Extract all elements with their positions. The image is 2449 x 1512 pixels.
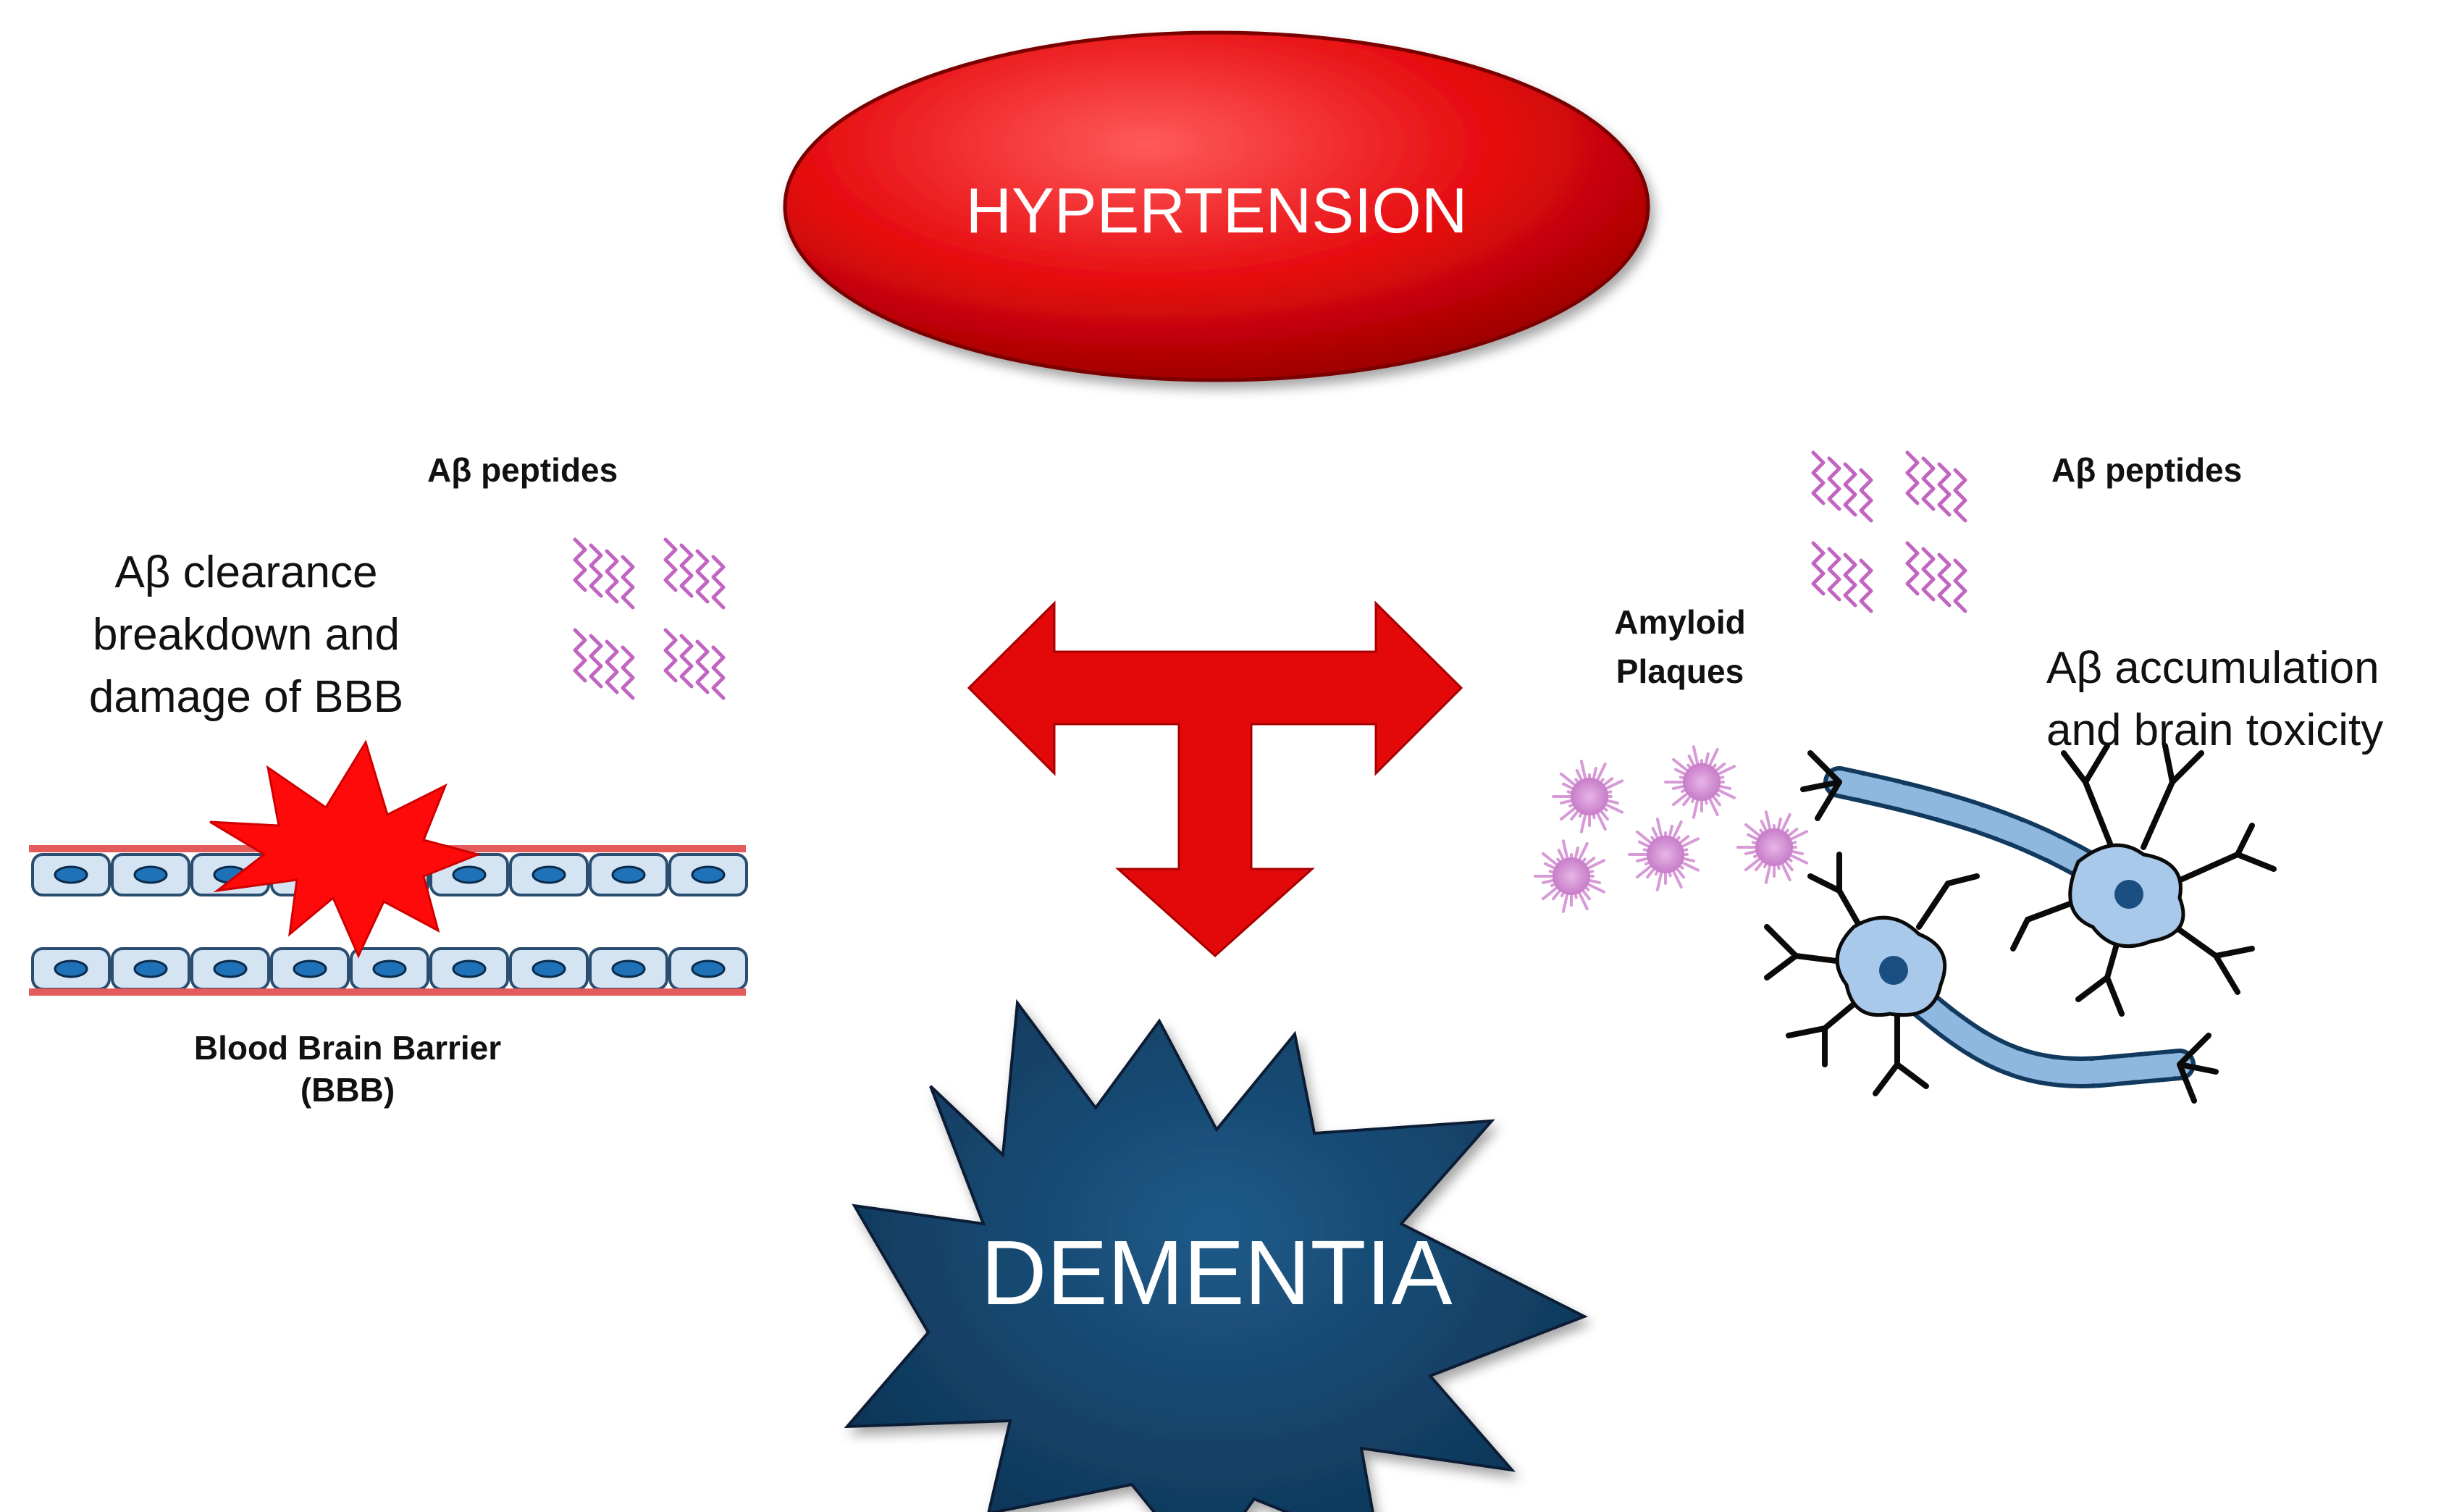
endothelial-cell <box>589 947 668 991</box>
plaques-label: Amyloid Plaques <box>1571 597 1789 696</box>
endothelial-cell <box>270 947 350 991</box>
clearance-line-2: breakdown and <box>93 610 400 660</box>
clearance-text: Aβ clearance breakdown and damage of BBB <box>29 542 463 728</box>
neuron-nucleus-2 <box>1879 956 1908 985</box>
plaque-icon <box>1534 839 1606 913</box>
bbb-label: Blood Brain Barrier (BBB) <box>130 1027 565 1111</box>
endothelial-cell <box>31 853 111 896</box>
endothelial-cell <box>31 947 111 991</box>
endothelial-cell <box>668 853 748 896</box>
endothelial-cell <box>668 947 748 991</box>
left-peptides-label: Aβ peptides <box>427 451 618 489</box>
peptide-cluster-left <box>573 537 726 700</box>
dementia-label: DEMENTIA <box>980 1222 1453 1324</box>
peptide-icon <box>1905 450 1967 523</box>
bbb-line-2: (BBB) <box>300 1071 395 1109</box>
peptide-icon <box>663 537 726 610</box>
dementia-starburst <box>844 999 1588 1512</box>
endothelial-cell <box>509 947 589 991</box>
hypertension-ellipse <box>783 30 1650 382</box>
peptide-icon <box>573 537 635 610</box>
endothelial-cell <box>509 853 589 896</box>
plaques-line-2: Plaques <box>1616 652 1744 690</box>
endothelial-cell <box>190 947 270 991</box>
hypertension-label: HYPERTENSION <box>965 175 1468 246</box>
accumulation-line-1: Aβ accumulation <box>2046 643 2379 693</box>
bbb-damage-burst <box>209 739 482 959</box>
right-peptides-label: Aβ peptides <box>2051 451 2243 489</box>
peptide-icon <box>1811 541 1873 613</box>
clearance-line-3: damage of BBB <box>88 672 404 722</box>
endothelial-cell <box>111 947 190 991</box>
plaque-icon <box>1552 760 1624 833</box>
endothelial-cell <box>429 947 509 991</box>
accumulation-text: Aβ accumulation and brain toxicity <box>2046 637 2383 762</box>
bidirectional-arrow <box>967 600 1463 958</box>
clearance-line-1: Aβ clearance <box>114 547 378 597</box>
plaque-icon <box>1628 818 1700 891</box>
peptide-icon <box>573 628 635 700</box>
accumulation-line-2: and brain toxicity <box>2046 705 2384 755</box>
peptide-icon <box>1811 450 1873 523</box>
endothelial-cell <box>350 947 429 991</box>
bbb-line-1: Blood Brain Barrier <box>193 1029 502 1067</box>
plaque-icon <box>1664 745 1736 819</box>
neurons <box>1764 743 2277 1104</box>
plaques-line-1: Amyloid <box>1614 603 1746 641</box>
amyloid-plaques <box>1534 745 1809 913</box>
peptide-icon <box>1905 541 1967 613</box>
endothelial-cell <box>111 853 190 896</box>
peptide-cluster-right <box>1811 450 1967 613</box>
neuron-nucleus-1 <box>2114 880 2143 909</box>
endothelial-cell <box>589 853 668 896</box>
peptide-icon <box>663 628 726 700</box>
plaque-icon <box>1736 810 1809 884</box>
